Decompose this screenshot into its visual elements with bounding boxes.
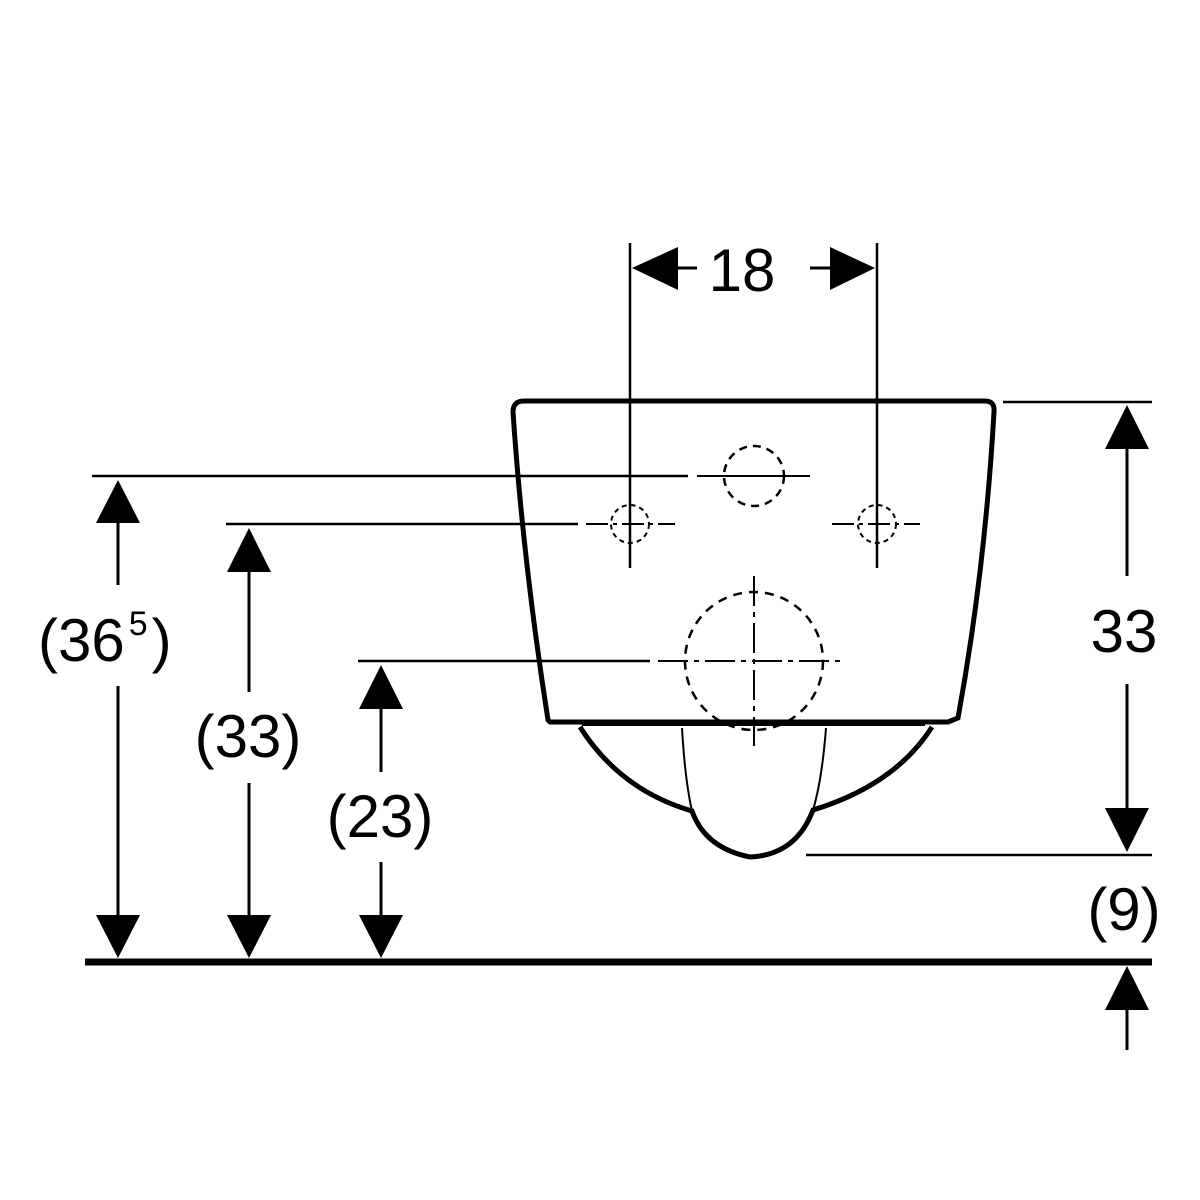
dim-9-arrow-up [1105,966,1149,1010]
hole-spacing-arrow-right [830,247,875,290]
dim-23-arrow-bottom [359,915,403,958]
dim-33-right-arrow-bottom [1105,808,1149,852]
dim-33-left-arrow-bottom [227,915,271,958]
dim-33-right-label: 33 [1091,598,1158,665]
toilet-bowl-curve [577,725,935,860]
dim-33-left-label: (33) [195,703,302,770]
dim-9-label: (9) [1087,876,1160,943]
hole-spacing-label: 18 [709,237,776,304]
dim-33-right-arrow-top [1105,405,1149,449]
toilet-trap-inner [681,727,827,812]
hole-spacing-arrow-left [632,247,678,290]
dim-365-arrow-top [96,480,140,523]
dim-23-arrow-top [359,665,403,709]
dim-33-left-arrow-top [227,528,271,572]
dim-365-label: (36 5 ) [38,605,172,674]
toilet-body-outline [510,398,997,725]
dim-23-label: (23) [327,783,434,850]
dim-365-arrow-bottom [96,915,140,958]
